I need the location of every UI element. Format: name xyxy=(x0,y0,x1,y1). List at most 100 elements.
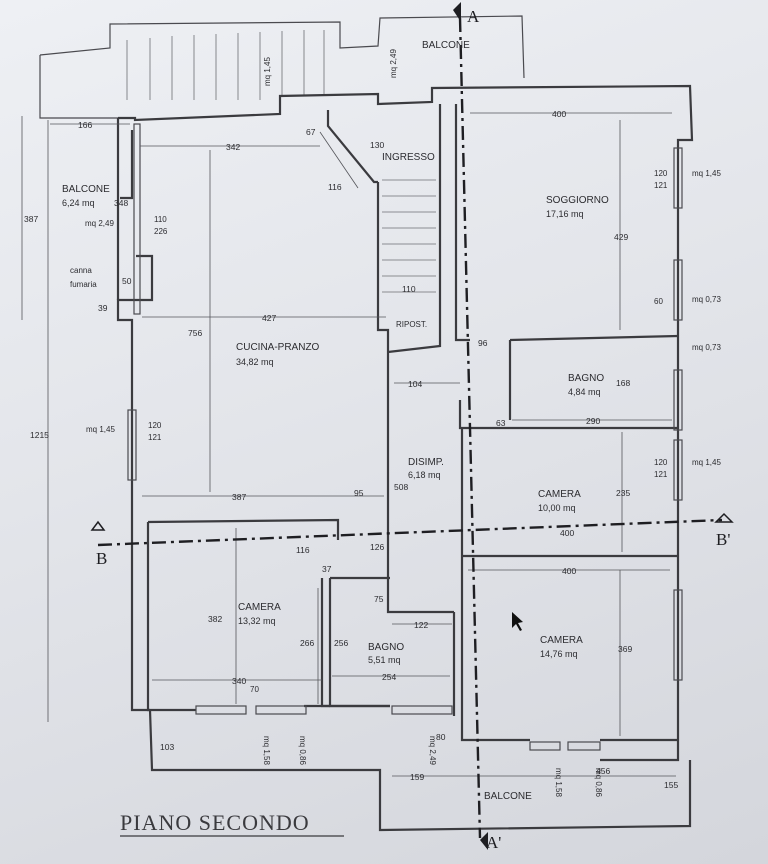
dim-110-a: 110 xyxy=(402,284,416,294)
window-label-top-mid: mq 2,49 xyxy=(389,49,398,78)
frac-110: 110 xyxy=(154,215,167,224)
section-label-b-left: B xyxy=(96,549,107,568)
canna-label: canna xyxy=(70,266,92,275)
dim-266: 266 xyxy=(300,638,314,648)
dim-1215: 1215 xyxy=(30,430,49,440)
interior-walls xyxy=(133,104,679,742)
dim-235: 235 xyxy=(616,488,630,498)
dim-387: 387 xyxy=(24,214,38,224)
frac-121-c: 121 xyxy=(654,470,668,479)
room-disimpegno-area: 6,18 mq xyxy=(408,470,441,480)
stairs-ingresso xyxy=(382,179,436,293)
frac-226: 226 xyxy=(154,227,168,236)
room-disimpegno: DISIMP. xyxy=(408,457,444,468)
frac-60: 60 xyxy=(654,297,663,306)
section-line-b xyxy=(90,512,734,547)
frac-120-b: 120 xyxy=(148,421,162,430)
dim-400-b: 400 xyxy=(560,528,574,538)
dim-456: 456 xyxy=(596,766,610,776)
dim-130: 130 xyxy=(370,140,384,150)
balcony-top-outline xyxy=(39,15,525,119)
window-label-soggiorno: mq 1,45 xyxy=(692,169,721,178)
dim-37: 37 xyxy=(322,564,332,574)
dim-508: 508 xyxy=(394,482,408,492)
dim-290: 290 xyxy=(586,416,600,426)
room-camera-2-area: 13,32 mq xyxy=(238,616,276,626)
plan-title: PIANO SECONDO xyxy=(120,810,310,835)
dim-166: 166 xyxy=(78,120,92,130)
room-soggiorno-area: 17,16 mq xyxy=(546,209,584,219)
window-label-balcone: mq 2,49 xyxy=(85,219,114,228)
section-label-a-bottom: A' xyxy=(486,833,501,852)
dim-96: 96 xyxy=(478,338,488,348)
section-line-a xyxy=(453,2,488,850)
dim-369: 369 xyxy=(618,644,632,654)
window-label-camera-1: mq 1,45 xyxy=(692,458,721,467)
dim-95: 95 xyxy=(354,488,364,498)
dim-50: 50 xyxy=(122,276,132,286)
dim-254: 254 xyxy=(382,672,396,682)
dim-104: 104 xyxy=(408,379,422,389)
exterior-walls xyxy=(116,84,694,832)
dim-168: 168 xyxy=(616,378,630,388)
window-label-bottom-5: mq 0,86 xyxy=(594,768,603,797)
dim-103: 103 xyxy=(160,742,174,752)
dim-427: 427 xyxy=(262,313,276,323)
room-soggiorno: SOGGIORNO xyxy=(546,195,609,206)
dim-387-b: 387 xyxy=(232,492,246,502)
dim-342: 342 xyxy=(226,142,240,152)
dim-340: 340 xyxy=(232,676,246,686)
room-balcone-top: BALCONE xyxy=(422,40,470,51)
room-camera-1: CAMERA xyxy=(538,489,581,500)
dim-116-a: 116 xyxy=(328,182,342,192)
room-bagno-1: BAGNO xyxy=(568,373,604,384)
room-ripostiglio: RIPOST. xyxy=(396,320,427,329)
room-cucina: CUCINA-PRANZO xyxy=(236,342,320,353)
dim-122: 122 xyxy=(414,620,428,630)
room-camera-1-area: 10,00 mq xyxy=(538,503,576,513)
section-label-b-right: B' xyxy=(716,530,730,549)
window-label-top-left: mq 1,45 xyxy=(263,57,272,86)
window-label-cucina: mq 1,45 xyxy=(86,425,115,434)
window-label-bottom-3: mq 2,49 xyxy=(428,736,437,765)
window-label-bottom-4: mq 1,58 xyxy=(554,768,563,797)
room-camera-2: CAMERA xyxy=(238,602,281,613)
room-camera-3-area: 14,76 mq xyxy=(540,649,578,659)
room-balcone-bottom: BALCONE xyxy=(484,791,532,802)
dim-400-c: 400 xyxy=(562,566,576,576)
dim-126: 126 xyxy=(370,542,384,552)
dimension-numbers: 166 342 67 130 116 400 387 348 50 39 427… xyxy=(24,109,678,790)
dimension-lines xyxy=(21,112,676,777)
dim-39: 39 xyxy=(98,303,108,313)
room-bagno-1-area: 4,84 mq xyxy=(568,387,601,397)
fumaria-label: fumaria xyxy=(70,280,97,289)
room-balcone-left-area: 6,24 mq xyxy=(62,198,95,208)
window-label-bottom-1: mq 1,58 xyxy=(262,736,271,765)
frac-70: 70 xyxy=(250,685,259,694)
dim-756: 756 xyxy=(188,328,202,338)
dim-429: 429 xyxy=(614,232,628,242)
frac-121-b: 121 xyxy=(148,433,162,442)
frac-121: 121 xyxy=(654,181,668,190)
room-camera-3: CAMERA xyxy=(540,635,583,646)
room-ingresso: INGRESSO xyxy=(382,152,435,163)
window-label-soggiorno-2: mq 0,73 xyxy=(692,295,721,304)
dim-80: 80 xyxy=(436,732,446,742)
dim-67: 67 xyxy=(306,127,316,137)
room-cucina-area: 34,82 mq xyxy=(236,357,274,367)
window-label-bottom-2: mq 0,86 xyxy=(298,736,307,765)
opening-fractions: 110 226 120 121 60 120 121 120 121 70 xyxy=(148,169,668,694)
section-label-a-top: A xyxy=(467,7,480,26)
dim-348: 348 xyxy=(114,198,128,208)
frac-120: 120 xyxy=(654,169,668,178)
dim-116-b: 116 xyxy=(296,545,310,555)
dim-400-a: 400 xyxy=(552,109,566,119)
dim-159: 159 xyxy=(410,772,424,782)
room-balcone-left: BALCONE xyxy=(62,184,110,195)
room-bagno-2: BAGNO xyxy=(368,642,404,653)
dim-75: 75 xyxy=(374,594,384,604)
dim-256: 256 xyxy=(334,638,348,648)
dim-63: 63 xyxy=(496,418,506,428)
